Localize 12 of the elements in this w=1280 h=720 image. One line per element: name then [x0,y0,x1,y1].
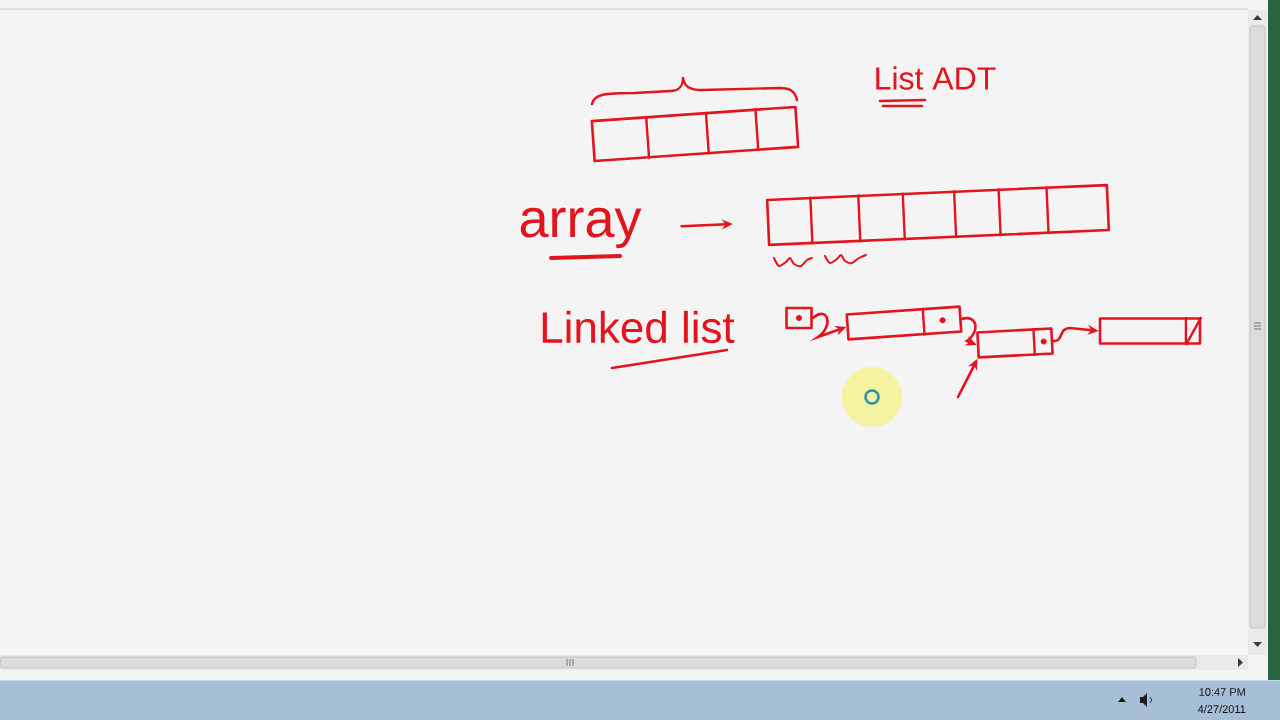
array-box [765,183,1111,247]
text-label: array [520,207,642,249]
list-node-box [1098,316,1203,346]
arrow [960,316,977,346]
pointer-box [785,306,813,330]
text-label: Linked list [542,310,735,344]
date-text: 4/27/2011 [1197,704,1246,714]
heading-label: List ADT [876,66,996,90]
clock-text: 10:47 PM [1199,688,1245,696]
list-node-box [845,305,963,341]
array-box [590,105,800,163]
list-node-box [976,327,1054,359]
